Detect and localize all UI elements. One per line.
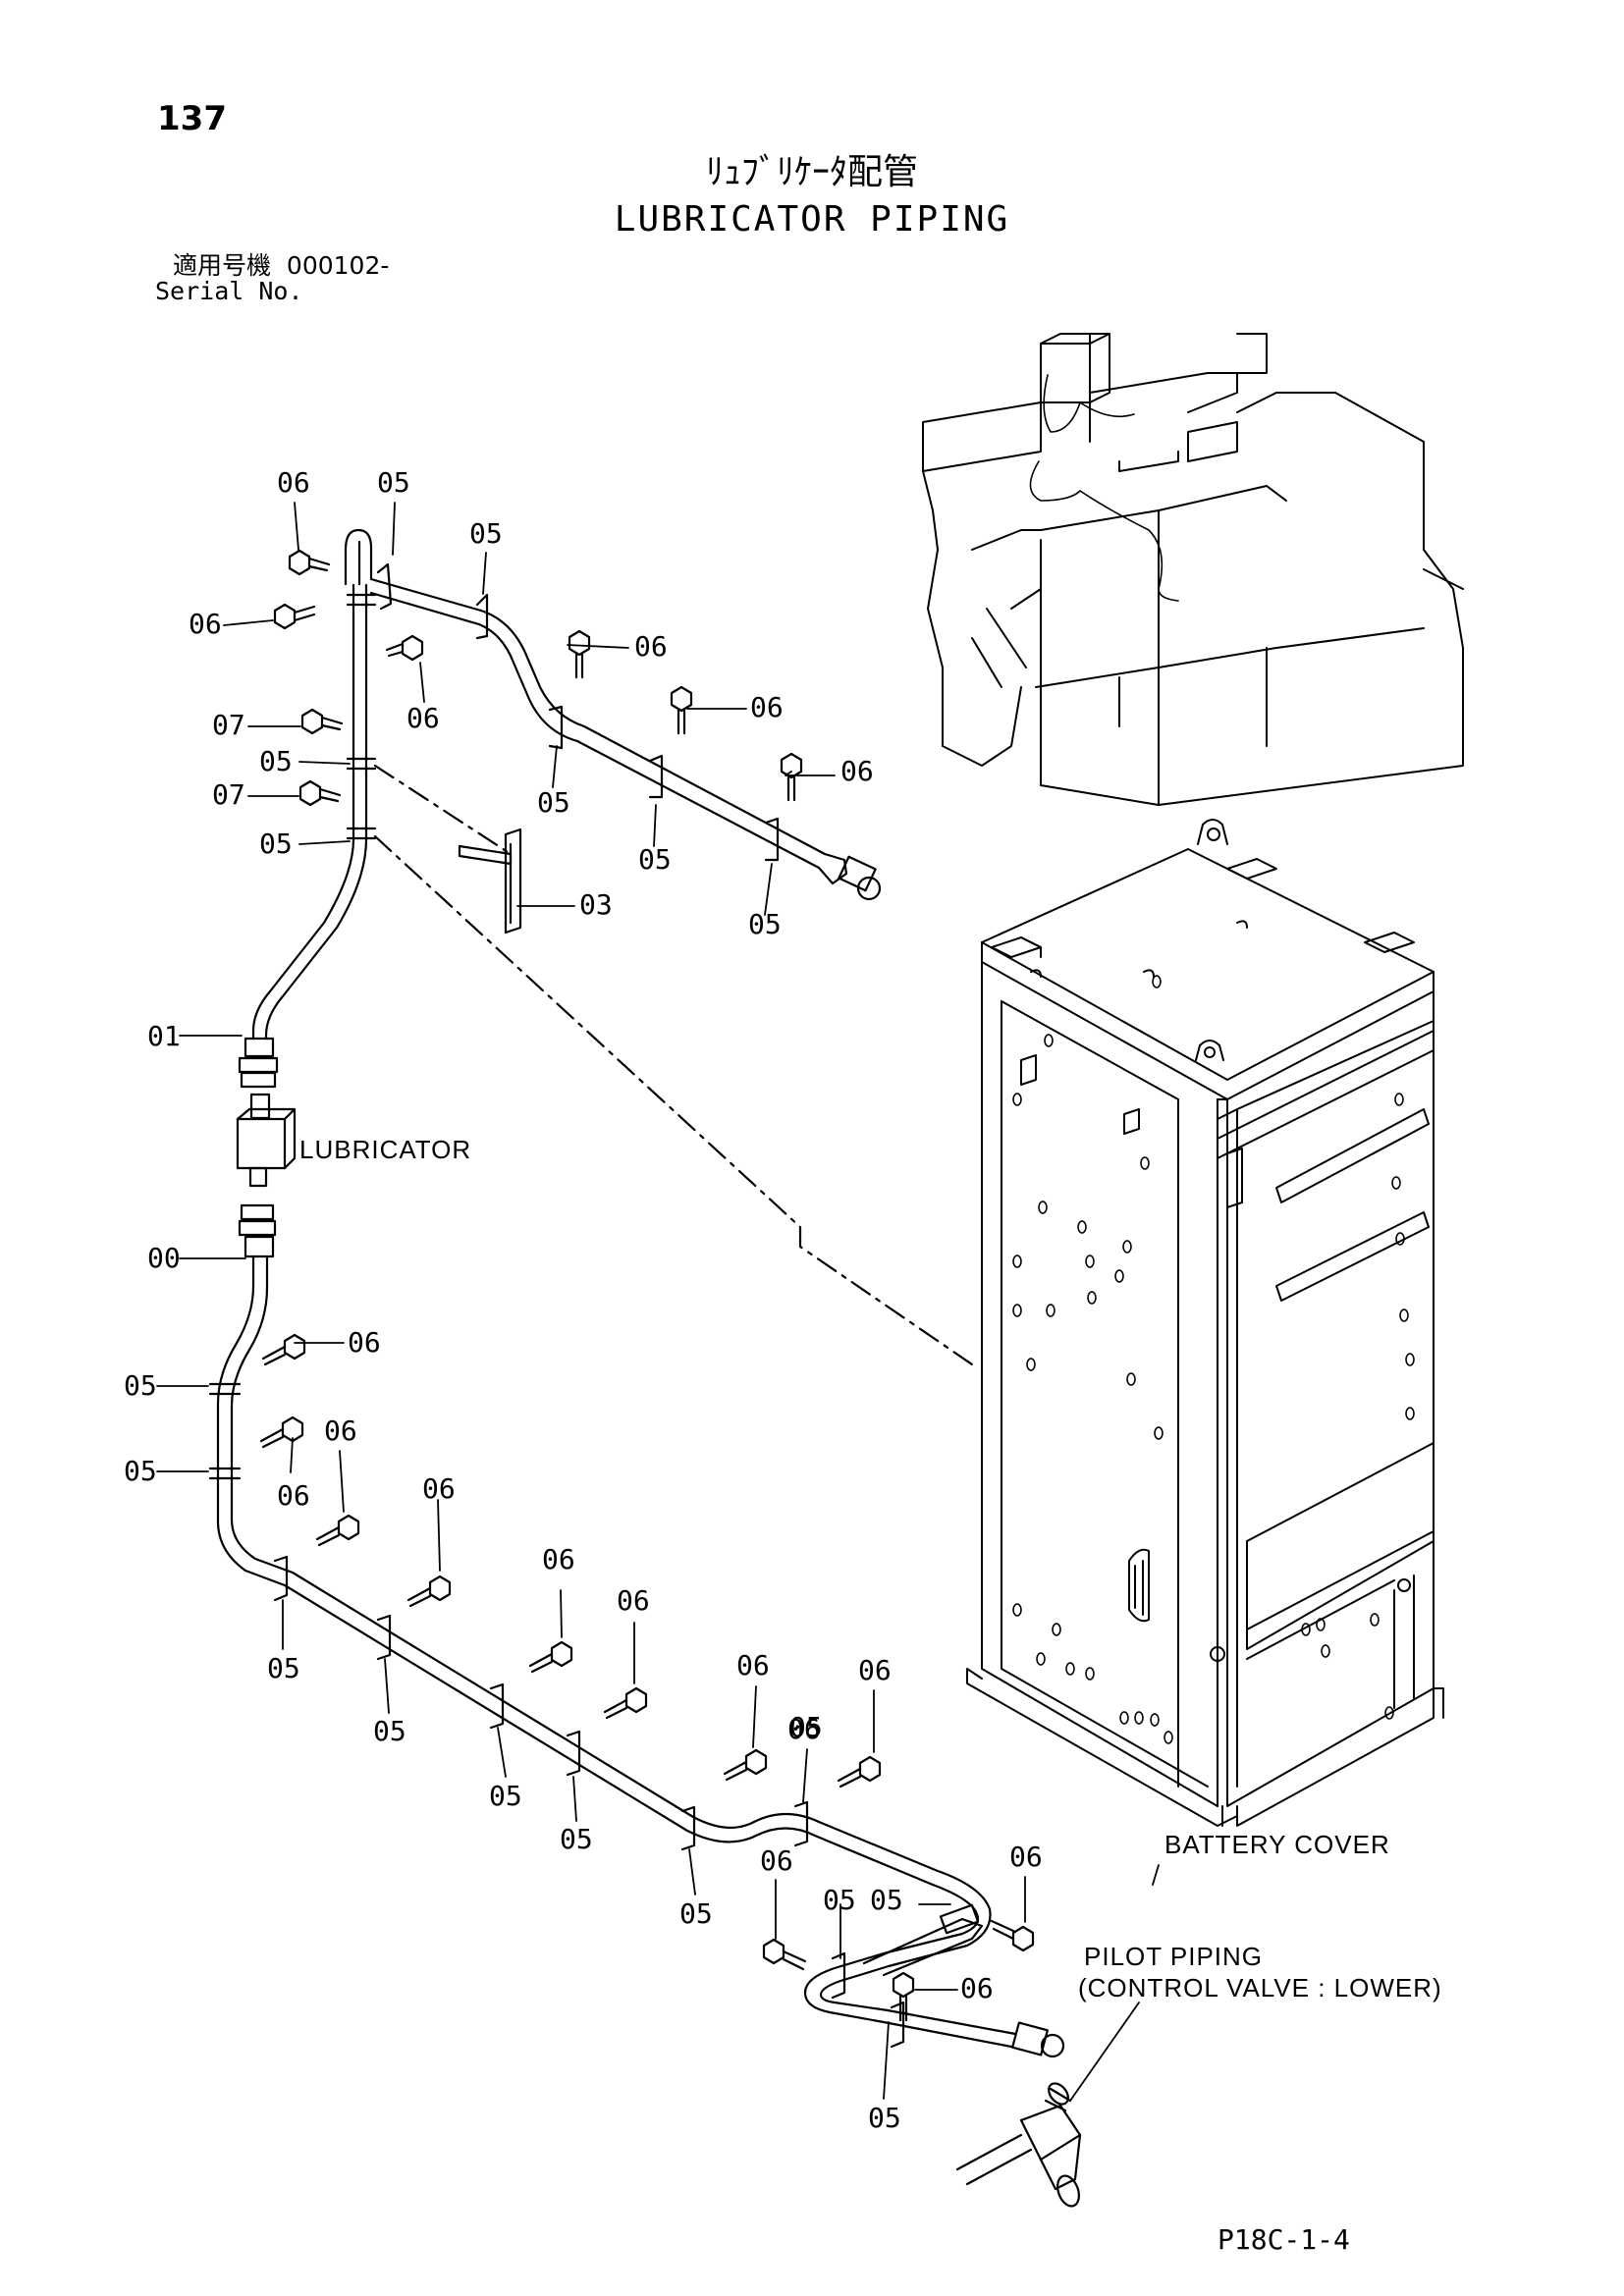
callout-05: 05: [679, 1897, 713, 1930]
callout-06: 06: [542, 1543, 575, 1575]
callout-05: 05: [537, 786, 570, 819]
serial-value: 000102-: [286, 251, 390, 280]
callout-05: 05: [259, 828, 293, 860]
callout-06: 06: [840, 755, 874, 787]
callout-06: 06: [787, 1713, 821, 1745]
callout-06: 06: [422, 1472, 456, 1505]
serial-label-en: Serial No.: [155, 277, 303, 305]
callout-06: 06: [277, 466, 310, 499]
callout-05: 05: [267, 1652, 300, 1684]
note-lubricator: LUBRICATOR: [299, 1135, 472, 1164]
serial-label-jp: 適用号機: [173, 251, 272, 280]
serial-line: 適用号機 000102-: [173, 253, 389, 278]
callout-05: 05: [638, 843, 672, 876]
callout-06: 06: [277, 1479, 310, 1512]
machine-frame: [922, 333, 1464, 806]
callout-05: 05: [868, 2102, 901, 2134]
callout-05: 05: [823, 1884, 856, 1916]
note-control-valve: (CONTROL VALVE : LOWER): [1078, 1973, 1442, 2002]
footer-code: P18C-1-4: [1218, 2223, 1350, 2256]
callout-07: 07: [212, 778, 245, 811]
title-japanese: ﾘｭﾌﾞﾘｹｰﾀ配管: [705, 152, 918, 192]
callout-05: 05: [748, 908, 782, 940]
callout-06: 06: [406, 702, 440, 734]
callout-05: 05: [489, 1780, 522, 1812]
upper-pipe: [238, 528, 974, 1366]
bolts-lower: [259, 1333, 1035, 2022]
callout-06: 06: [617, 1584, 650, 1617]
callout-07: 07: [212, 709, 245, 741]
bolts-upper: [273, 549, 803, 807]
callout-05: 05: [377, 466, 410, 499]
callout-06: 06: [960, 1972, 994, 2004]
callout-05: 05: [560, 1823, 593, 1855]
callout-06: 06: [348, 1326, 381, 1359]
leader-lines: [156, 502, 1160, 2100]
note-battery-cover: BATTERY COVER: [1164, 1830, 1390, 1859]
note-pilot-piping: PILOT PIPING: [1084, 1942, 1264, 1971]
title-english: LUBRICATOR PIPING: [614, 199, 1010, 240]
callout-05: 05: [373, 1715, 406, 1747]
callout-03: 03: [579, 888, 613, 921]
callout-05: 05: [259, 745, 293, 777]
callout-01: 01: [147, 1020, 181, 1052]
callout-06: 06: [634, 630, 668, 663]
page-number: 137: [157, 99, 227, 138]
battery-cover: [966, 819, 1444, 1827]
callout-05: 05: [469, 517, 503, 550]
callout-06: 06: [750, 691, 784, 723]
callout-06: 06: [736, 1649, 770, 1682]
callout-05: 05: [789, 1711, 823, 1743]
callout-05: 05: [124, 1369, 157, 1402]
callout-06: 06: [760, 1844, 793, 1877]
callout-06: 06: [324, 1415, 357, 1447]
callout-00: 00: [147, 1242, 181, 1274]
callout-05: 05: [870, 1884, 903, 1916]
callout-05: 05: [124, 1455, 157, 1487]
callout-06: 06: [189, 608, 222, 640]
lubricator-body: [236, 1093, 297, 1188]
callout-06: 06: [858, 1654, 892, 1686]
callout-06: 06: [1009, 1841, 1043, 1873]
lower-pipe: [208, 1203, 1140, 2208]
